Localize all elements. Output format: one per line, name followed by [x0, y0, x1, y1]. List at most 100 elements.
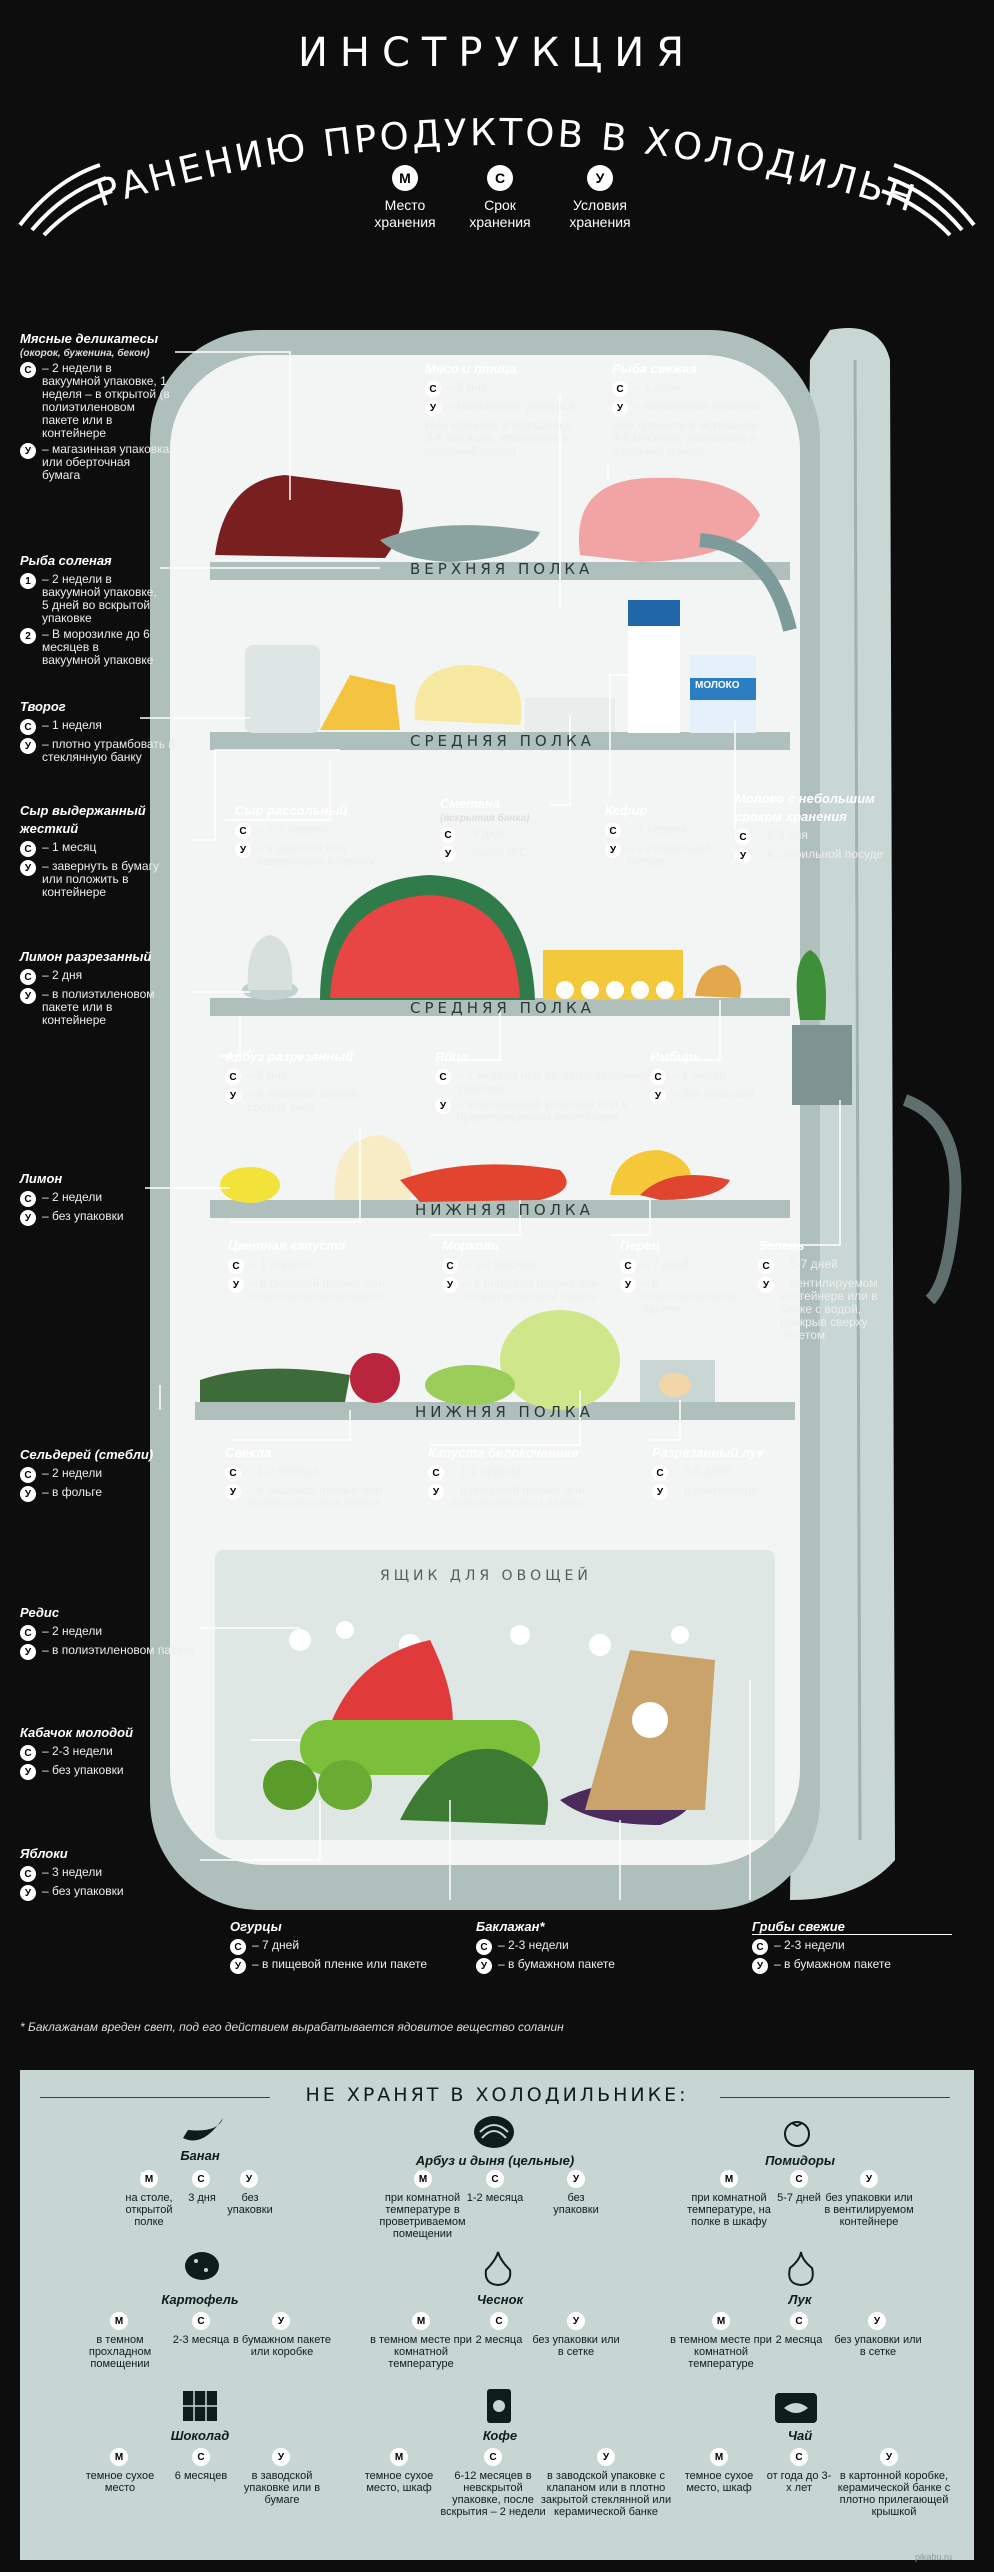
- garlic-s-symbol: С: [490, 2312, 508, 2330]
- item-s-text: – 1 неделя: [42, 718, 102, 732]
- item-subtitle: (окорок, буженина, бекон): [20, 348, 150, 359]
- item-s-text: – 2 недели или до даты, указанной на упа…: [457, 1068, 669, 1095]
- item-u-text: – без упаковки: [42, 1209, 124, 1223]
- item-u-text: – в полиэтиленовом пакете: [642, 1276, 735, 1316]
- u-icon: У: [440, 846, 456, 862]
- item-title: Редис: [20, 1605, 60, 1620]
- u-icon: У: [20, 443, 36, 459]
- item-s-text: – 5-7 дней: [780, 1257, 838, 1271]
- potato-m-symbol: М: [110, 2312, 128, 2330]
- s-icon: С: [620, 1258, 636, 1274]
- u-icon: У: [230, 1958, 246, 1974]
- item-title: Яйца: [435, 1049, 468, 1064]
- s-icon: С: [228, 1258, 244, 1274]
- item-title: Рыба свежая: [612, 361, 698, 376]
- num-1-icon: 1: [20, 573, 36, 589]
- item-u-text: – без упаковки: [42, 1763, 124, 1777]
- item-s-text: – 2 недели в вакуумной упаковке, 1 недел…: [42, 361, 170, 440]
- banana-s-text: 3 дня: [188, 2192, 216, 2204]
- s-icon: С: [20, 1866, 36, 1882]
- s-icon: С: [20, 362, 36, 378]
- u-icon: У: [20, 1885, 36, 1901]
- legend-place: М Место хранения: [370, 165, 440, 231]
- item-extra-text: Или хранить в морозилке 3-6 месяцев, упа…: [425, 418, 572, 458]
- item-celery: Сельдерей (стебли) С– 2 недели У– в фоль…: [20, 1446, 170, 1502]
- garlic-u-symbol: У: [567, 2312, 585, 2330]
- item-cucumbers: Огурцы С– 7 дней У– в пищевой пленке или…: [230, 1918, 450, 1974]
- tomato-m-symbol: М: [720, 2170, 738, 2188]
- watermelon-m-symbol: М: [414, 2170, 432, 2188]
- s-icon: С: [425, 381, 441, 397]
- item-aged-cheese: Сыр выдержанный жесткий С– 1 месяц У– за…: [20, 802, 160, 899]
- s-icon: С: [476, 1939, 492, 1955]
- item-u-text: – в рассоле или завернутым в бумагу: [257, 841, 375, 868]
- item-s-text: – 2 недели: [42, 1190, 103, 1204]
- u-icon: У: [476, 1958, 492, 1974]
- u-icon: У: [20, 860, 36, 876]
- item-u-text: – без упаковки: [672, 1087, 754, 1101]
- tea-u-symbol: У: [880, 2448, 898, 2466]
- shelf-low2-label: НИЖНЯЯ ПОЛКА: [415, 1403, 594, 1421]
- item-lemon: Лимон С– 2 недели У– без упаковки: [20, 1170, 160, 1226]
- item-u-text: – в пищевой пленке или полиэтиленовом па…: [247, 1483, 382, 1510]
- item-title: Кабачок молодой: [20, 1725, 134, 1740]
- tomato-s-symbol: С: [790, 2170, 808, 2188]
- item-zucchini: Кабачок молодой С– 2-3 недели У– без упа…: [20, 1724, 170, 1780]
- tea-name: Чай: [787, 2428, 813, 2443]
- u-icon: У: [228, 1277, 244, 1293]
- onion-m-symbol: М: [712, 2312, 730, 2330]
- u-icon: У: [758, 1277, 774, 1293]
- item-title: Грибы свежие: [752, 1919, 845, 1934]
- tea-icon: [775, 2393, 817, 2423]
- u-icon: У: [428, 1484, 444, 1500]
- tomato-name: Помидоры: [765, 2153, 835, 2168]
- item-u-text: – в пищевой пленке или полиэтиленовом па…: [464, 1276, 599, 1303]
- tea-s-symbol: С: [790, 2448, 808, 2466]
- item-u-text: – около 0°С: [462, 845, 528, 859]
- u-icon: У: [225, 1088, 241, 1104]
- item-mushrooms: Грибы свежие С– 2-3 недели У– в бумажном…: [752, 1918, 932, 1974]
- item-title: Свекла: [225, 1445, 272, 1460]
- item-s-text: – 1-2 недели: [257, 822, 328, 836]
- watermelon-icon: [474, 2116, 514, 2148]
- u-icon: У: [20, 1486, 36, 1502]
- item-u-text: – в стерильной посуде: [757, 847, 884, 861]
- item-title: Лимон: [20, 1171, 63, 1186]
- banana-s-symbol: С: [192, 2170, 210, 2188]
- item-title: Мясные деликатесы: [20, 331, 159, 346]
- tomato-m-text: при комнатной температуре, на полке в шк…: [687, 2192, 771, 2228]
- item-title: Сметана: [440, 796, 501, 811]
- item-title: Зелень: [758, 1238, 805, 1253]
- s-icon: С: [612, 381, 628, 397]
- item-s-text: – 1-2 месяца: [247, 1464, 319, 1478]
- tomato-u-text: без упаковки или в вентилируемом контейн…: [824, 2192, 914, 2228]
- potato-u-text: в бумажном пакете или коробке: [233, 2334, 331, 2358]
- header: ИНСТРУКЦИЯ ПО ХРАНЕНИЮ ПРОДУКТОВ В ХОЛОД…: [0, 0, 994, 260]
- item-title: Разрезанный лук: [652, 1445, 764, 1460]
- tomato-u-symbol: У: [860, 2170, 878, 2188]
- s-icon: С: [435, 1069, 451, 1085]
- banana-icon: [183, 2118, 223, 2141]
- item-milk: Молоко с небольшим сроком хранения С– 2-…: [735, 790, 885, 864]
- item-u-text: – в фольге: [42, 1485, 103, 1499]
- coffee-u-text: в заводской упаковке с клапаном или в пл…: [540, 2470, 672, 2518]
- item-u-text: – в пищевой пленке или полиэтиленовом па…: [250, 1276, 385, 1303]
- mushrooms-line: [752, 1934, 952, 1935]
- item-title: Рыба соленая: [20, 553, 112, 568]
- coffee-name: Кофе: [482, 2428, 518, 2443]
- s-icon: С: [652, 1465, 668, 1481]
- item-s-text: – 7 дней: [642, 1257, 690, 1271]
- item-tvorog: Творог С– 1 неделя У– плотно утрамбовать…: [20, 698, 180, 764]
- onion-s-symbol: С: [790, 2312, 808, 2330]
- s-icon: С: [442, 1258, 458, 1274]
- garlic-m-symbol: М: [412, 2312, 430, 2330]
- tea-m-text: темное сухое место, шкаф: [684, 2470, 754, 2494]
- footnote: * Баклажанам вреден свет, под его действ…: [20, 2020, 564, 2034]
- item-u-text: – магазинная упаковка: [634, 399, 762, 413]
- fridge-illustration: [140, 328, 962, 1910]
- item-s-text: – 1 месяц: [42, 840, 97, 854]
- item-s-text: – 7 дней: [252, 1938, 300, 1952]
- potato-name: Картофель: [161, 2292, 239, 2307]
- s-icon: С: [758, 1258, 774, 1274]
